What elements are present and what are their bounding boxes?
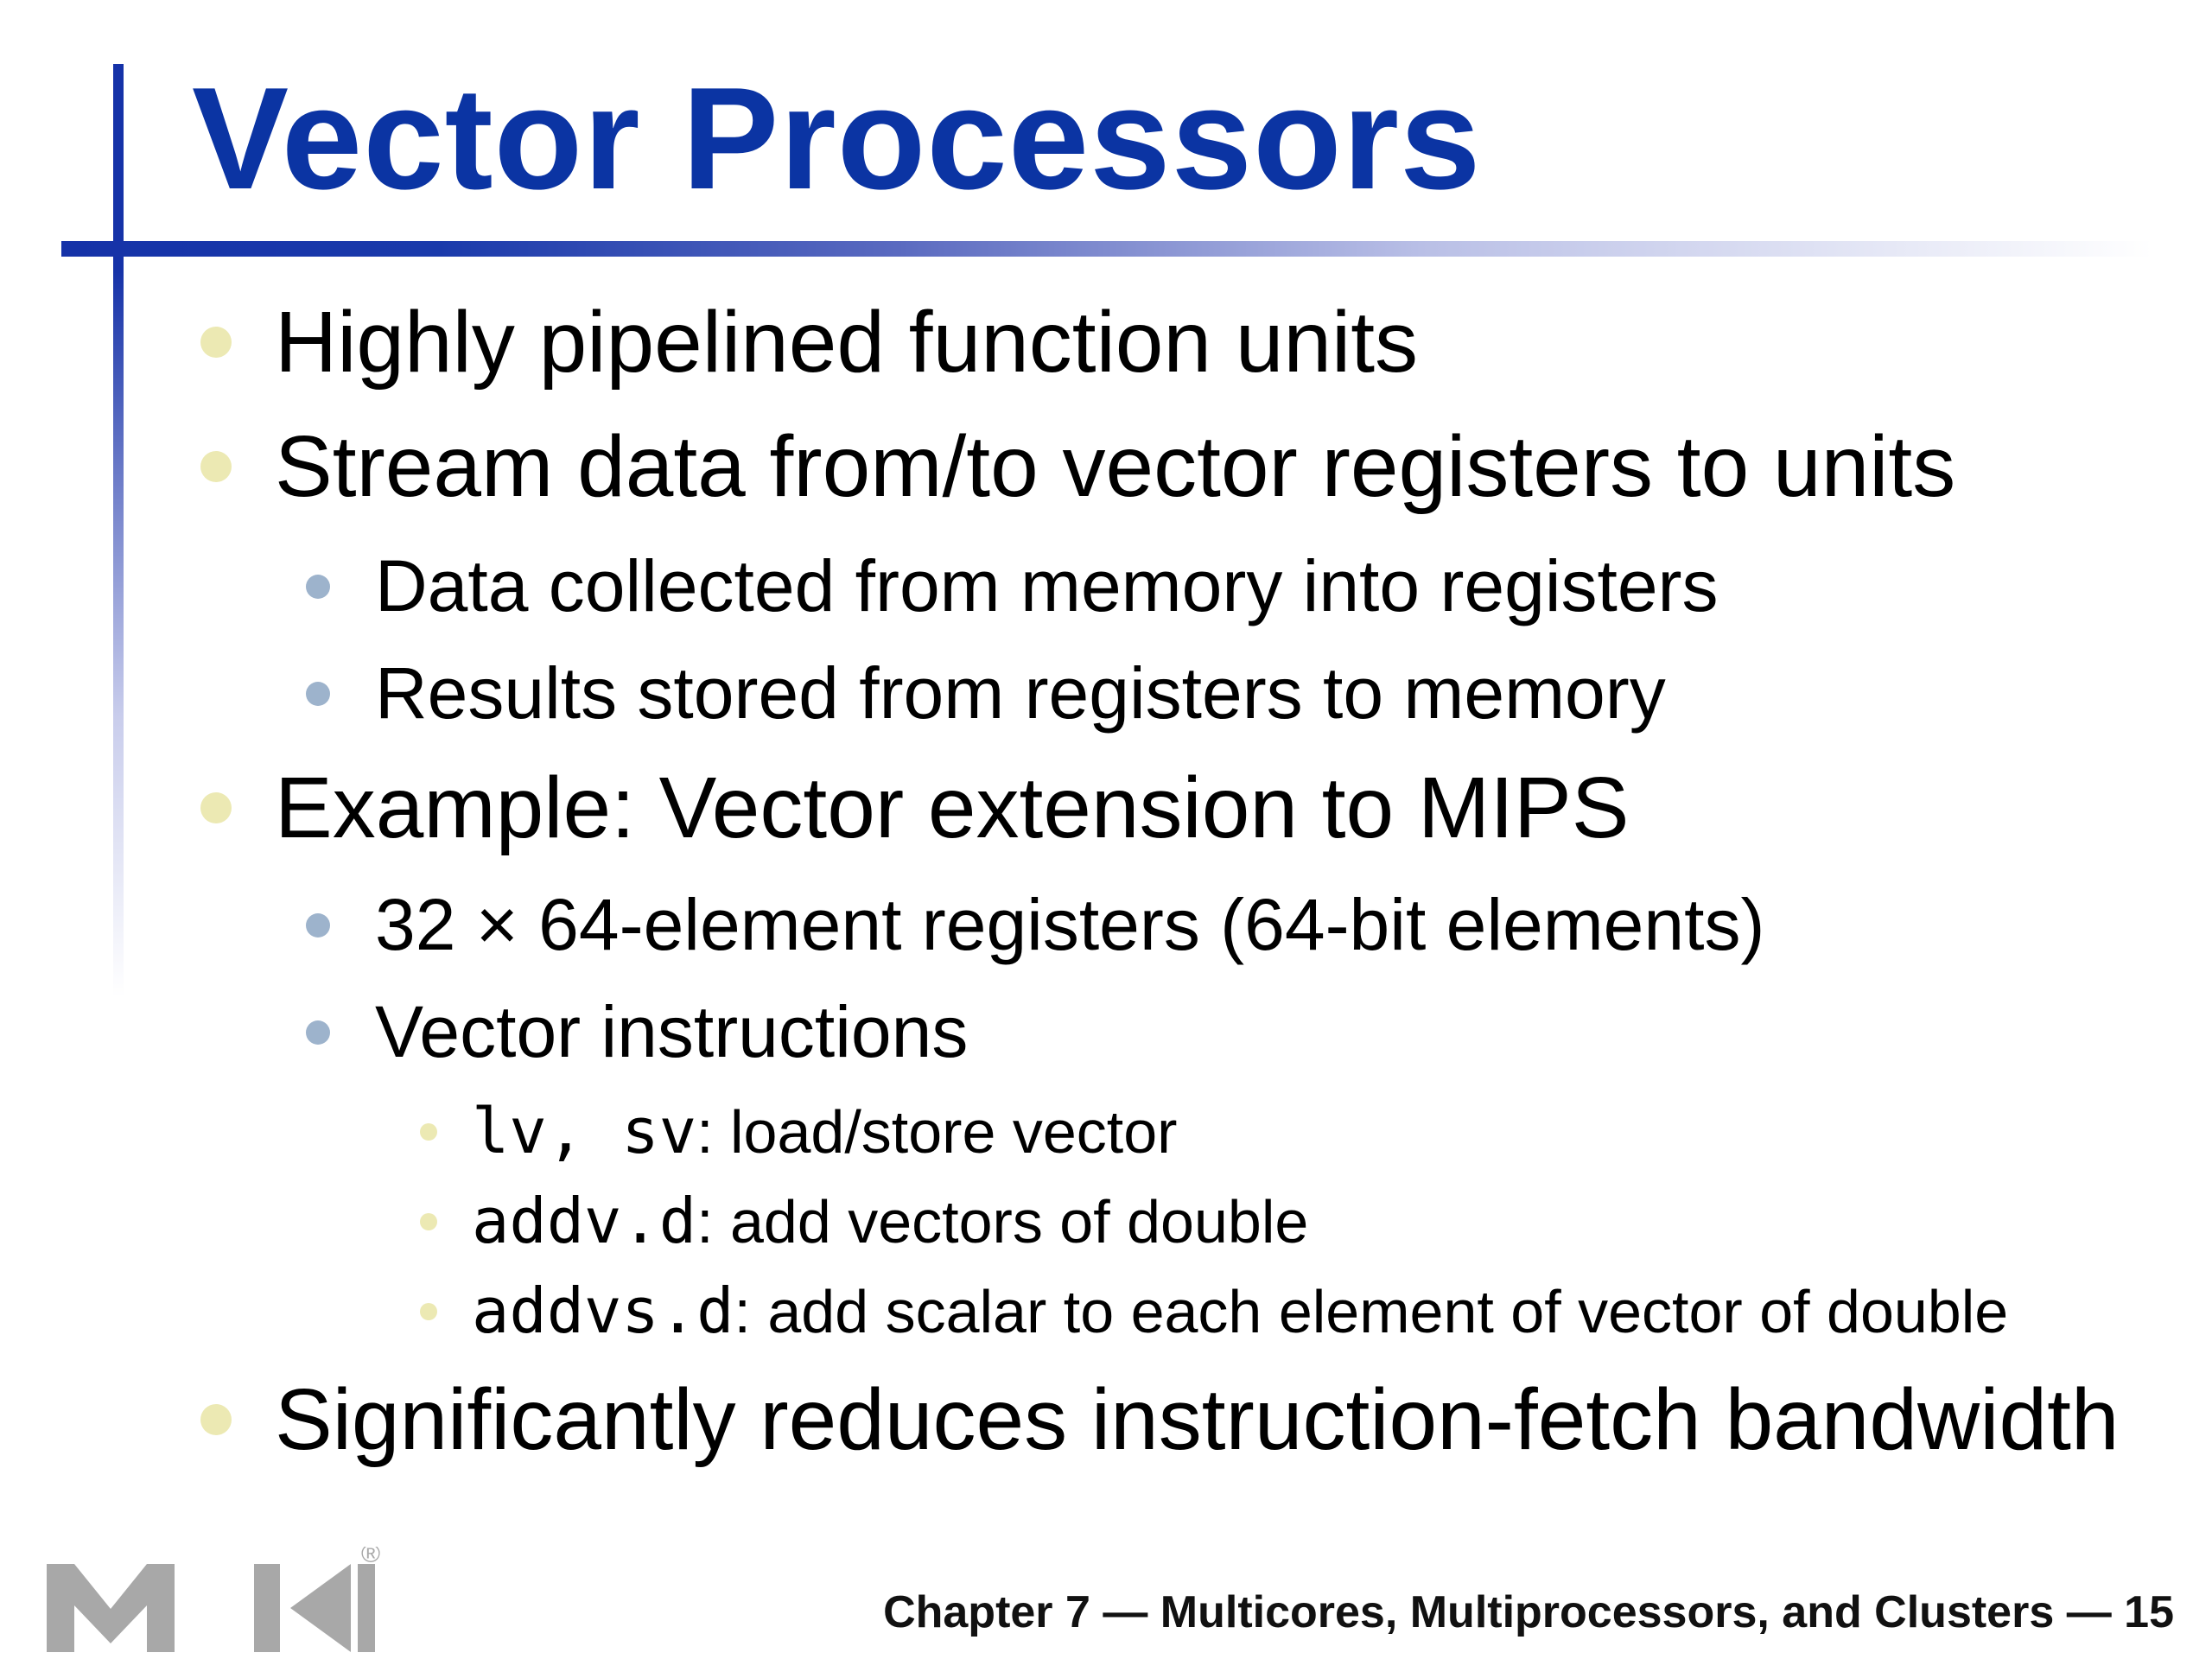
sub-sub-bullet-item: addv.d: add vectors of double — [420, 1184, 1308, 1259]
sub-bullet-item: Results stored from registers to memory — [306, 650, 1666, 736]
bullet-item: Significantly reduces instruction-fetch … — [200, 1368, 2120, 1471]
bullet-text: Data collected from memory into register… — [375, 545, 1719, 626]
vertical-accent-rule — [113, 64, 124, 997]
sub-sub-bullet-item: addvs.d: add scalar to each element of v… — [420, 1274, 2008, 1349]
bullet-text: Results stored from registers to memory — [375, 652, 1666, 734]
sub-bullet-dot-icon — [306, 682, 330, 706]
bullet-dot-icon — [200, 327, 232, 358]
bullet-description: : add scalar to each element of vector o… — [734, 1278, 2009, 1345]
sub-sub-bullet-dot-icon — [420, 1213, 437, 1230]
bullet-item: Stream data from/to vector registers to … — [200, 415, 1956, 518]
sub-sub-bullet-dot-icon — [420, 1303, 437, 1320]
sub-bullet-item: 32 × 64-element registers (64-bit elemen… — [306, 881, 1765, 968]
publisher-logo-icon: ® — [47, 1547, 380, 1652]
bullet-item: Highly pipelined function units — [200, 290, 1419, 394]
bullet-text: addvs.d: add scalar to each element of v… — [472, 1274, 2008, 1349]
bullet-description: : load/store vector — [696, 1098, 1178, 1166]
bullet-text: 32 × 64-element registers (64-bit elemen… — [375, 884, 1765, 965]
bullet-text: Example: Vector extension to MIPS — [275, 760, 1630, 856]
title-underline-rule — [61, 241, 2152, 257]
code-snippet: addvs.d — [472, 1274, 734, 1347]
code-snippet: addv.d — [472, 1185, 697, 1257]
slide-footer: Chapter 7 — Multicores, Multiprocessors,… — [883, 1587, 2174, 1637]
sub-bullet-item: Data collected from memory into register… — [306, 543, 1719, 629]
sub-bullet-dot-icon — [306, 1020, 330, 1045]
bullet-dot-icon — [200, 451, 232, 482]
bullet-text: addv.d: add vectors of double — [472, 1184, 1308, 1259]
slide-title: Vector Processors — [192, 57, 1482, 219]
bullet-text: Significantly reduces instruction-fetch … — [275, 1371, 2120, 1468]
bullet-text: Vector instructions — [375, 991, 969, 1072]
bullet-text: Highly pipelined function units — [275, 294, 1419, 391]
sub-bullet-dot-icon — [306, 913, 330, 938]
bullet-dot-icon — [200, 1404, 232, 1435]
bullet-text: lv, sv: load/store vector — [472, 1094, 1177, 1169]
bullet-item: Example: Vector extension to MIPS — [200, 756, 1630, 860]
sub-sub-bullet-item: lv, sv: load/store vector — [420, 1094, 1177, 1169]
bullet-dot-icon — [200, 792, 232, 823]
sub-bullet-item: Vector instructions — [306, 988, 969, 1075]
bullet-text: Stream data from/to vector registers to … — [275, 418, 1956, 515]
sub-sub-bullet-dot-icon — [420, 1123, 437, 1141]
registered-mark: ® — [361, 1547, 380, 1568]
sub-bullet-dot-icon — [306, 575, 330, 599]
code-snippet: lv, sv — [472, 1095, 697, 1167]
bullet-description: : add vectors of double — [696, 1188, 1309, 1255]
